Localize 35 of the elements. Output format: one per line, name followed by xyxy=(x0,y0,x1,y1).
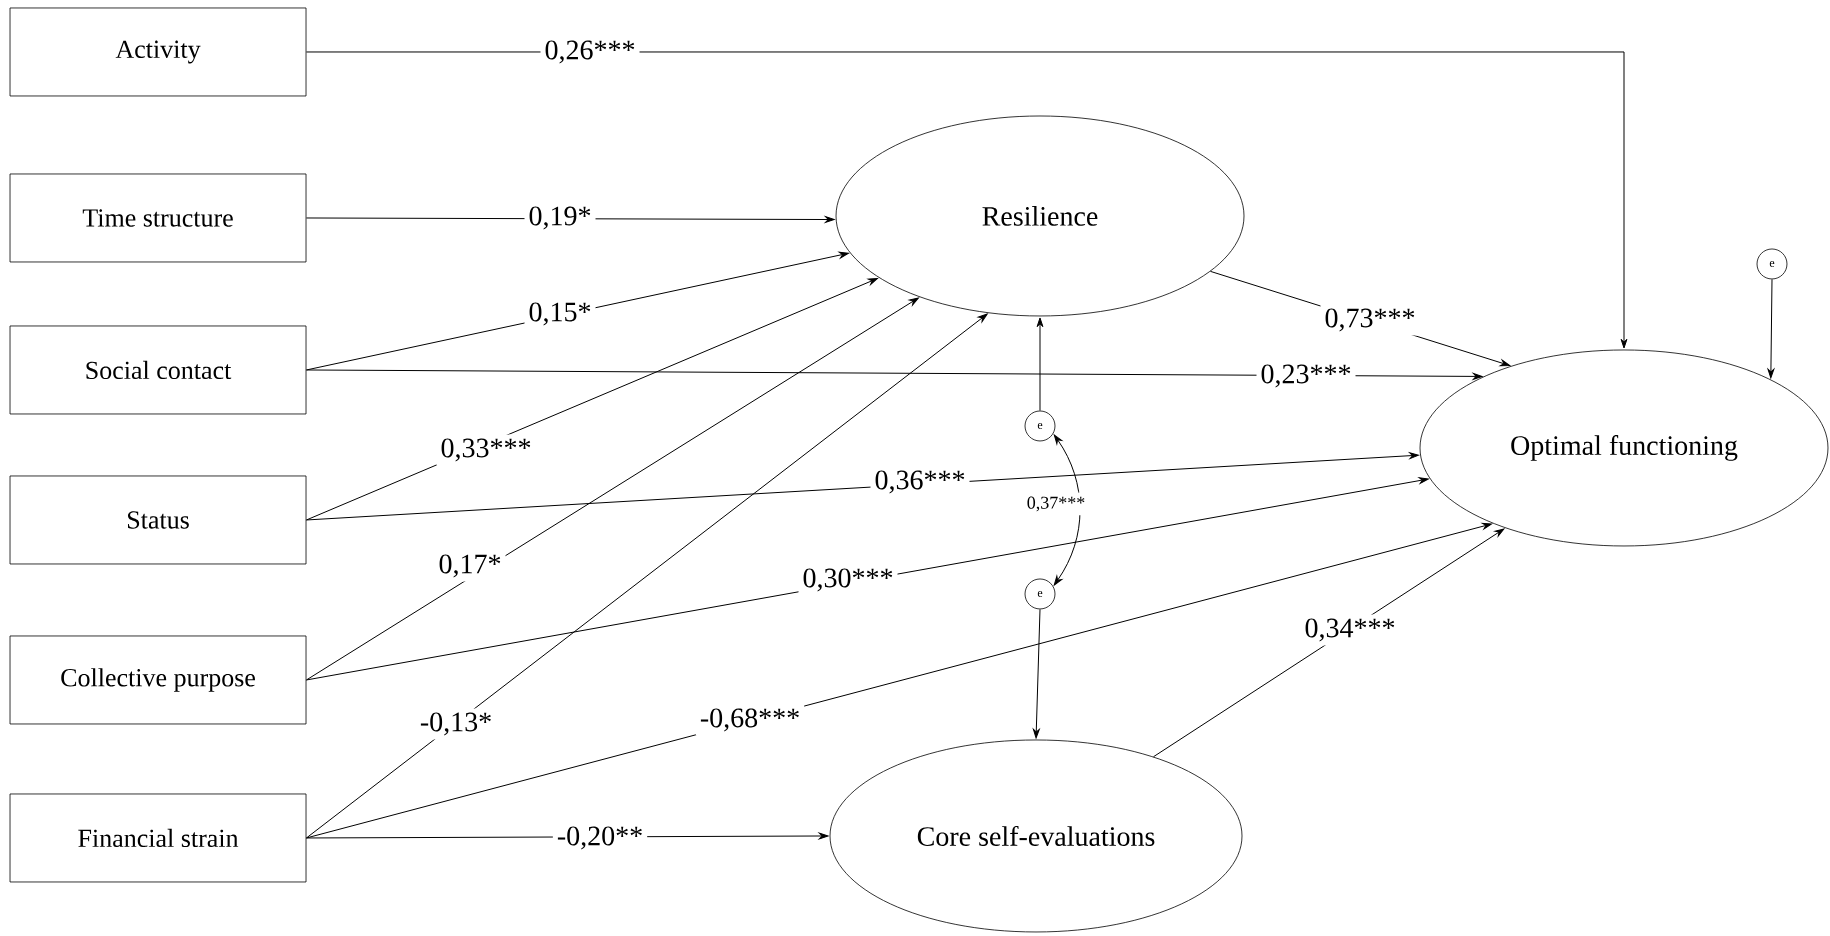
variable-box: Social contact xyxy=(9,325,307,415)
arrow xyxy=(305,277,878,521)
variable-box: Time structure xyxy=(9,173,307,263)
edge-label: 0,30*** xyxy=(798,564,898,596)
edge-label: 0,23*** xyxy=(1256,360,1356,392)
edge-label: 0,26*** xyxy=(540,36,640,68)
edge-label: 0,15* xyxy=(524,298,596,330)
edge-label: 0,33*** xyxy=(436,434,536,466)
arrow xyxy=(1053,434,1081,586)
arrow xyxy=(305,297,919,681)
variable-box: Activity xyxy=(9,7,307,97)
variable-box: Collective purpose xyxy=(9,635,307,725)
arrow xyxy=(305,369,1483,380)
edge-label: 0,36*** xyxy=(870,466,970,498)
edge-label: -0,13* xyxy=(415,708,497,740)
arrow xyxy=(305,522,1493,839)
edge-label: 0,34*** xyxy=(1300,614,1400,646)
variable-box: Financial strain xyxy=(9,793,307,883)
arrow xyxy=(305,216,835,223)
arrow xyxy=(1036,317,1044,412)
edge-label: 0,17* xyxy=(434,550,506,582)
arrow xyxy=(305,452,1420,521)
arrow xyxy=(1032,608,1041,739)
variable-box: Status xyxy=(9,475,307,565)
arrow xyxy=(1767,278,1775,379)
arrow xyxy=(305,313,988,839)
edge-label: 0,19* xyxy=(524,202,596,234)
arrow xyxy=(305,251,849,371)
edge-label: 0,73*** xyxy=(1320,304,1420,336)
arrow xyxy=(305,51,1628,349)
edge-label: 0,37*** xyxy=(1022,492,1090,516)
edge-label: -0,68*** xyxy=(695,704,805,736)
edge-label: -0,20** xyxy=(552,822,648,854)
arrow xyxy=(1153,528,1505,758)
arrow xyxy=(305,477,1429,681)
